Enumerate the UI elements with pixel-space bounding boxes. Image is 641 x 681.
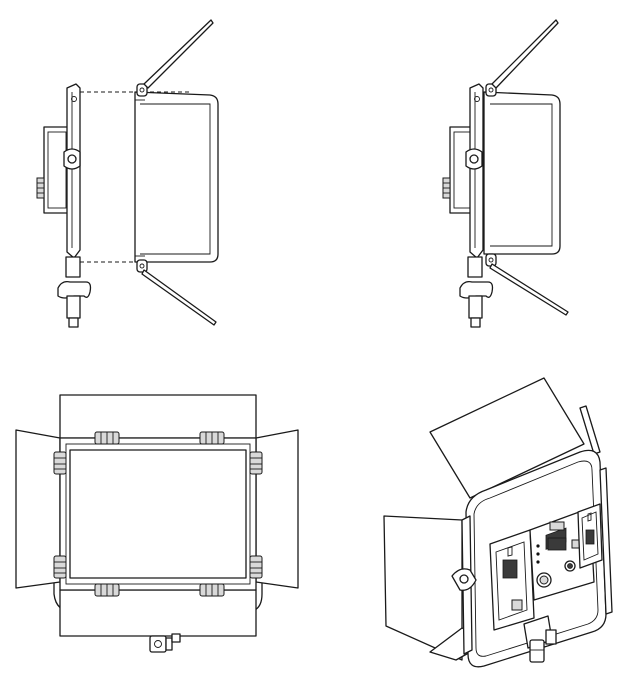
yoke-arm-right: [599, 467, 613, 615]
display-screen-inner: [547, 537, 567, 551]
barn-door-detached: [134, 19, 219, 326]
barn-door-leaf-left: [15, 429, 61, 589]
locking-knob: [63, 148, 81, 170]
stand-mount: [149, 633, 181, 653]
rear-perspective: [383, 377, 613, 668]
light-panel-face: [69, 449, 247, 579]
locking-knob: [465, 148, 483, 170]
side-view-attached: [442, 19, 569, 328]
barn-door-attached: [483, 19, 569, 316]
battery-plate-left: [489, 529, 535, 631]
stand-mount: [523, 615, 557, 663]
barn-door-leaf-top: [429, 377, 585, 499]
locking-knob: [451, 568, 477, 591]
barn-door-leaf-bottom: [141, 269, 217, 326]
stand-adapter: [57, 256, 92, 328]
barn-door-leaf-top: [491, 19, 559, 89]
barn-door-leaf-left: [383, 515, 463, 661]
rear-mount-block: [36, 126, 71, 214]
side-view-detached: [36, 19, 219, 328]
barn-door-leaf-right: [579, 405, 601, 455]
barn-door-leaf-top: [143, 19, 214, 89]
yoke-bracket: [66, 83, 81, 259]
front-view: [15, 394, 299, 653]
battery-plate-right: [577, 503, 603, 569]
barn-door-leaf-bottom: [489, 263, 569, 316]
barn-door-leaf-bottom: [59, 589, 257, 637]
control-panel: [529, 507, 595, 601]
hinge-blocks: [53, 431, 263, 597]
stand-adapter: [459, 256, 494, 328]
barn-door-leaf-top: [59, 394, 257, 439]
power-switch: [549, 521, 565, 531]
yoke-bracket: [469, 83, 484, 259]
